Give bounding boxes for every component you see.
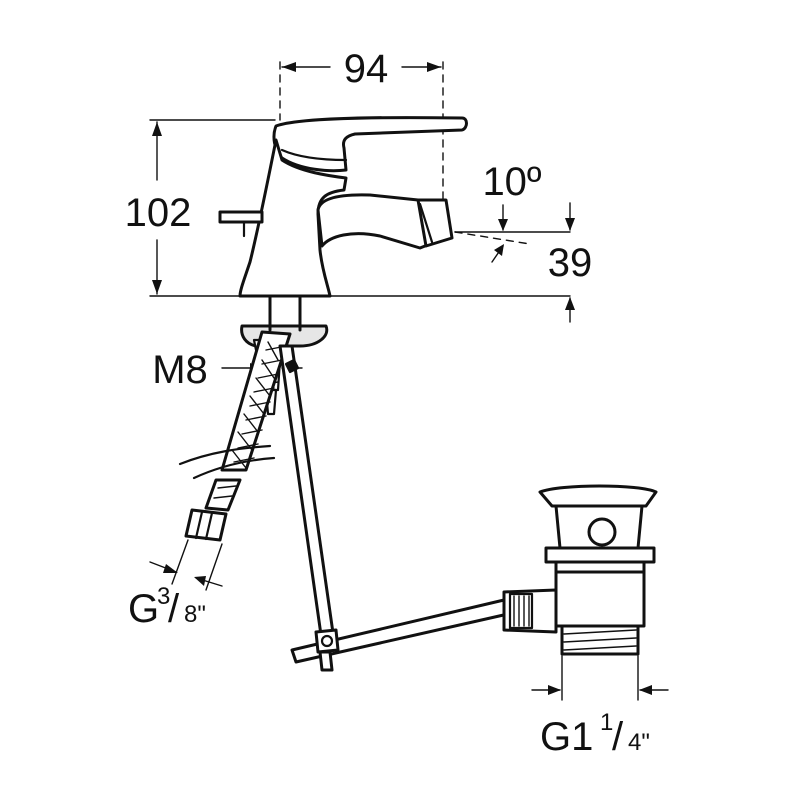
hose-label-main: G: [128, 587, 159, 631]
pull-rod: [278, 344, 510, 672]
rod-clip: [284, 358, 300, 374]
width-arrow-right: [427, 62, 441, 72]
width-label: 94: [344, 47, 389, 91]
hose-break-top: [178, 444, 272, 466]
hose-label-num: 3: [157, 583, 170, 610]
plug-cap: [538, 484, 658, 508]
hose-braid-b: [231, 341, 279, 469]
waste-lower-body: [554, 570, 646, 628]
hose-label-slash: /: [168, 587, 180, 631]
overflow-hole: [587, 517, 617, 547]
waste-arrow-left: [548, 685, 561, 695]
spout-angle-line: [454, 231, 531, 245]
hose-dim-ext-left: [171, 539, 189, 585]
spout-height-label: 39: [548, 241, 593, 285]
hose-arrow-right: [194, 576, 206, 586]
waste-thread-lines: [563, 629, 637, 651]
waste-flange: [544, 546, 656, 564]
width-arrow-left: [282, 62, 296, 72]
hose-lower: [204, 478, 242, 512]
flexible-hose: G 3 / 8": [128, 330, 292, 631]
spout-dimension: 10º 39: [329, 160, 593, 323]
hose-braid-a: [233, 345, 287, 463]
height-label: 102: [125, 191, 192, 235]
hose-nut: [184, 508, 228, 542]
clamp-tail: [318, 650, 334, 672]
hose-upper: [220, 330, 292, 472]
waste-label-num: 1: [600, 709, 613, 736]
height-arrow-top: [152, 122, 162, 136]
connector-knurl: [513, 595, 530, 627]
m8-label: M8: [152, 348, 208, 392]
lever-detail: [280, 148, 348, 162]
waste-label-main: G1: [540, 715, 593, 759]
waste-assembly: G1 1 / 4": [502, 484, 669, 759]
spout-outlet-ring: [418, 202, 434, 244]
body-column: [238, 138, 348, 298]
vertical-rod: [278, 344, 336, 644]
hose-lower-braid: [213, 485, 237, 499]
waste-arrow-right: [639, 685, 652, 695]
waste-label-den: 4": [628, 729, 650, 756]
hose-nut-facets: [194, 510, 214, 541]
height-arrow-bottom: [152, 280, 162, 294]
popup-knob: [218, 210, 264, 224]
waste-label-slash: /: [612, 715, 624, 759]
angle-label: 10º: [482, 160, 541, 204]
clamp-screw: [320, 634, 334, 648]
spout-arrow-top: [565, 218, 575, 231]
hose-break-bottom: [192, 456, 276, 480]
hose-arrow-left: [163, 564, 178, 573]
spout-arrow-bottom: [565, 297, 575, 310]
hose-label-den: 8": [184, 601, 206, 628]
angle-arrow-top: [498, 219, 508, 231]
connector-nut: [508, 592, 534, 630]
height-dimension: 102: [125, 119, 276, 297]
angle-arrow-bottom: [494, 244, 504, 256]
lever-handle: [272, 116, 468, 173]
faucet-body: [218, 116, 468, 298]
spout-outlet: [416, 198, 454, 248]
